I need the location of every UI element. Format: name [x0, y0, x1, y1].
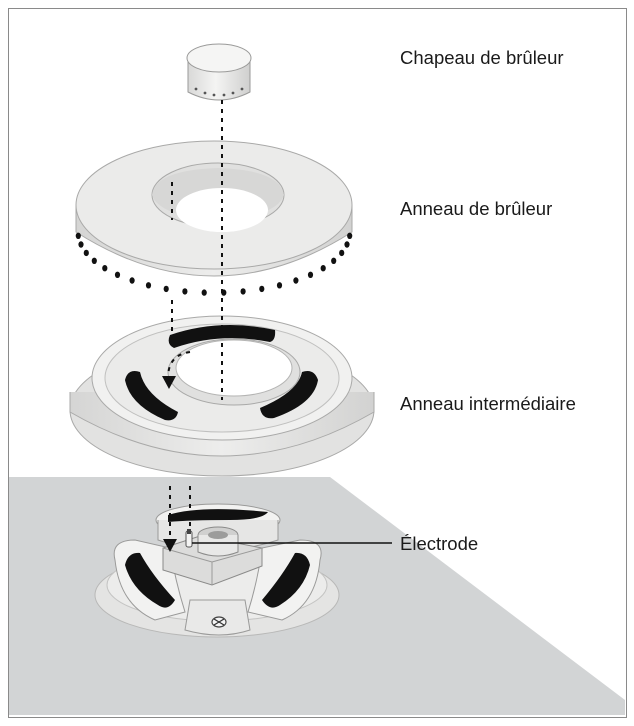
burner-port-hole	[115, 272, 120, 278]
burner-port-hole	[182, 288, 187, 294]
burner-port-hole	[308, 272, 313, 278]
burner-port-hole	[277, 282, 282, 288]
burner-port-hole	[78, 241, 83, 247]
burner-port-hole	[102, 265, 107, 271]
burner-port-hole	[321, 265, 326, 271]
burner-ring-icon	[76, 141, 353, 296]
label-intermediate-ring: Anneau intermédiaire	[400, 393, 576, 415]
burner-port-hole	[241, 288, 246, 294]
label-burner-cap: Chapeau de brûleur	[400, 47, 564, 69]
screw-icon	[212, 617, 226, 627]
burner-cap-icon	[187, 44, 251, 100]
burner-port-hole	[347, 233, 352, 239]
label-electrode: Électrode	[400, 533, 478, 555]
burner-port-hole	[202, 289, 207, 295]
burner-port-hole	[293, 277, 298, 283]
burner-port-hole	[339, 250, 344, 256]
burner-port-hole	[259, 286, 264, 292]
electrode-icon	[186, 529, 192, 547]
burner-port-hole	[84, 250, 89, 256]
burner-port-hole	[130, 277, 135, 283]
burner-port-hole	[164, 286, 169, 292]
burner-port-hole	[344, 241, 349, 247]
burner-port-hole	[146, 282, 151, 288]
burner-port-hole	[92, 258, 97, 264]
burner-port-hole	[76, 233, 81, 239]
burner-port-hole	[331, 258, 336, 264]
label-burner-ring: Anneau de brûleur	[400, 198, 552, 220]
intermediate-ring-icon	[70, 316, 374, 476]
